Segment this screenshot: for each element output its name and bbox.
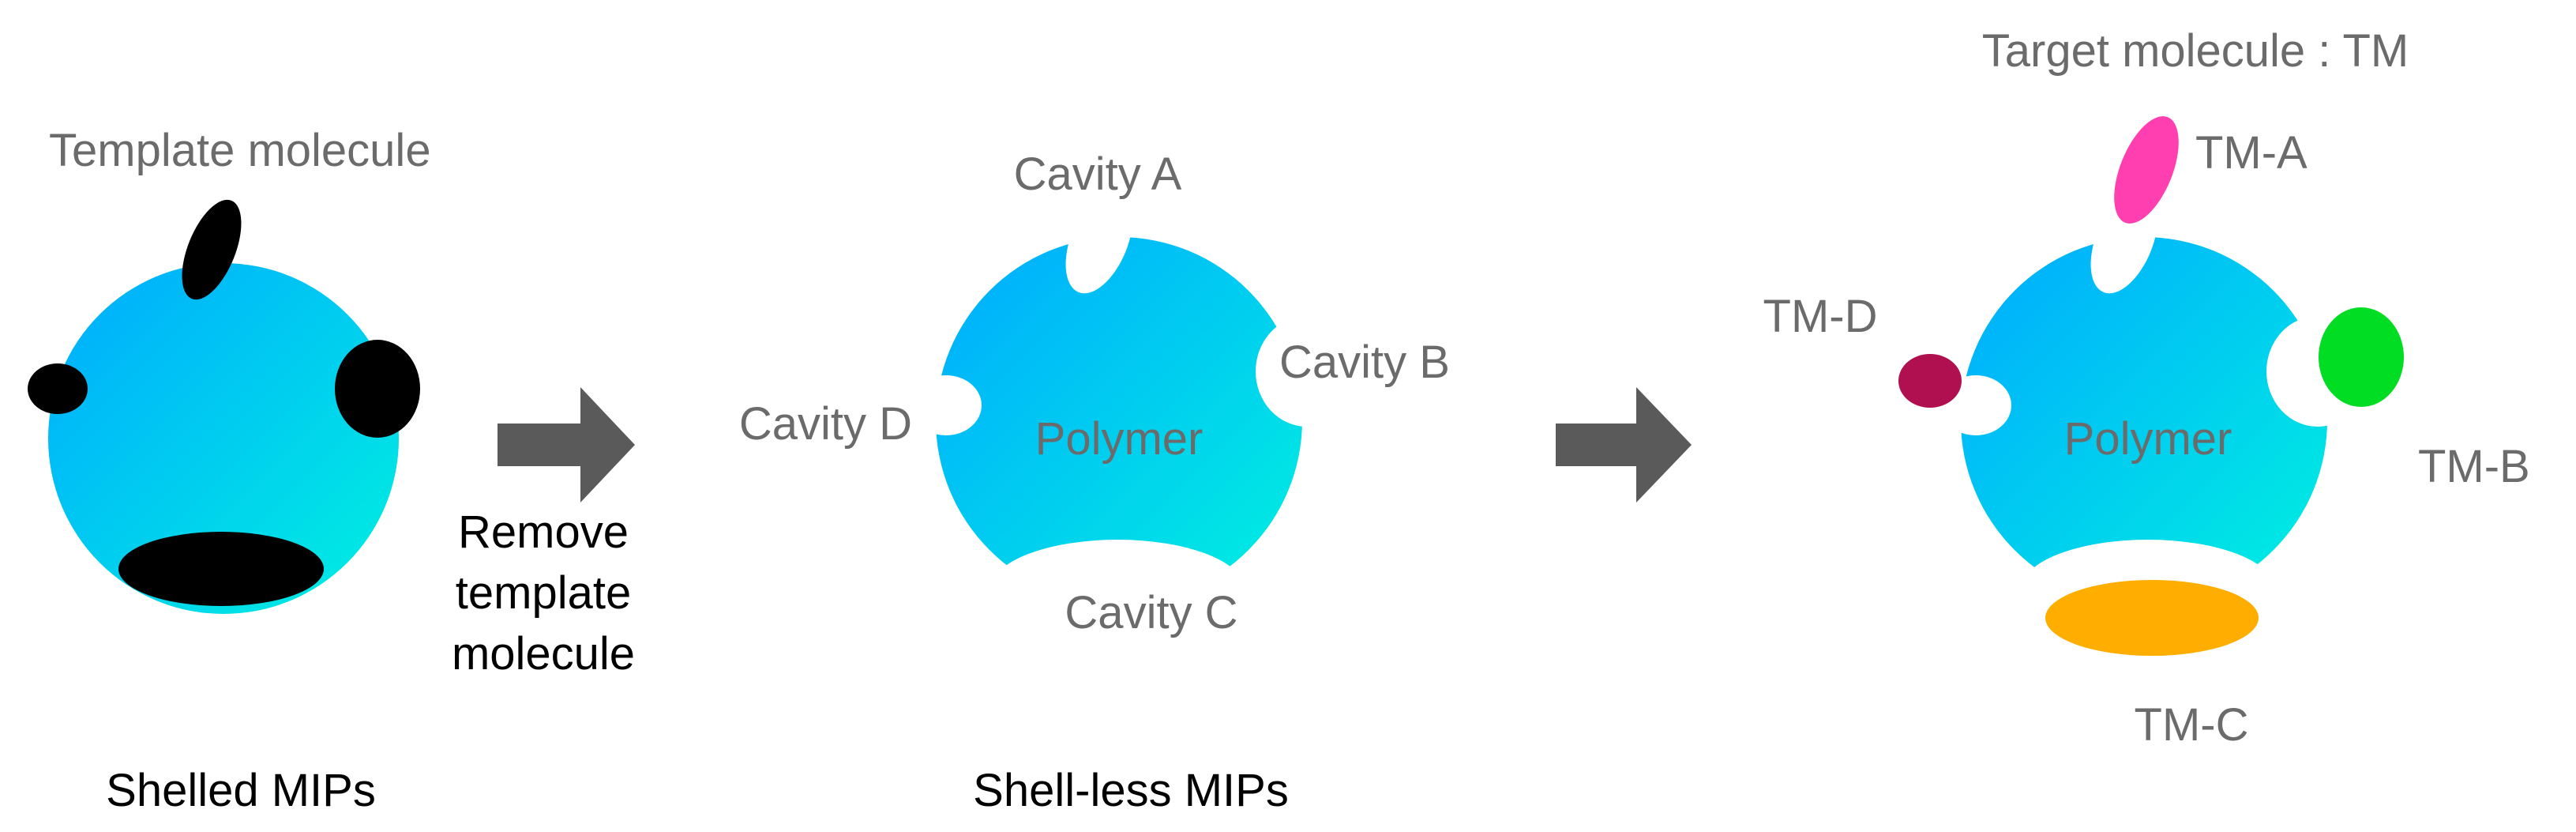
target-binding-panel: Target molecule : TM Polymer TM-A TM-B T… (1763, 25, 2530, 751)
tm-a-molecule (2114, 116, 2179, 224)
tm-b-molecule (2319, 307, 2404, 407)
cavity-c-shape (991, 540, 1244, 638)
remove-template-arrow: Remove template molecule (452, 387, 635, 680)
tm-b-label: TM-B (2418, 441, 2530, 492)
cavity-b-shape (1256, 316, 1358, 427)
shellless-mips-caption: Shell-less MIPs (973, 765, 1289, 816)
cavity-b-label: Cavity B (1279, 337, 1450, 388)
template-molecule-top (182, 199, 242, 300)
cavity-c-label: Cavity C (1065, 587, 1237, 638)
shelled-polymer-sphere (48, 263, 399, 614)
shellless-polymer-sphere (936, 237, 1302, 604)
tm-c-molecule (2045, 580, 2259, 656)
cavity-a-shape (1065, 188, 1133, 294)
shelled-mips-panel: Template molecule Shelled MIPs (28, 125, 431, 816)
tm-a-label: TM-A (2195, 127, 2308, 179)
template-molecule-right (335, 340, 420, 438)
cavity-d-shape (911, 375, 982, 435)
arrow-1-shape (498, 387, 635, 503)
polymer-label-right: Polymer (2064, 413, 2232, 465)
template-molecule-left (28, 363, 88, 414)
remove-caption-line-1: Remove (458, 506, 629, 558)
arrow-2-shape (1556, 387, 1692, 503)
tm-d-label: TM-D (1763, 291, 1878, 342)
target-molecule-title: Target molecule : TM (1982, 25, 2409, 77)
template-molecule-bottom (118, 532, 324, 606)
shelled-mips-caption: Shelled MIPs (106, 765, 376, 816)
tm-c-label: TM-C (2135, 699, 2249, 751)
template-molecule-label: Template molecule (49, 125, 431, 176)
shellless-mips-panel: Polymer Cavity A Cavity B Cavity C Cavit… (739, 149, 1450, 816)
target-polymer-sphere (1961, 237, 2327, 604)
binding-arrow (1556, 387, 1692, 503)
cavity-a-label: Cavity A (1014, 149, 1182, 200)
polymer-label-middle: Polymer (1035, 413, 1204, 465)
remove-caption-line-3: molecule (452, 628, 635, 680)
tm-d-molecule (1898, 354, 1962, 408)
cavity-d-label: Cavity D (739, 398, 912, 450)
remove-caption-line-2: template (456, 567, 631, 619)
